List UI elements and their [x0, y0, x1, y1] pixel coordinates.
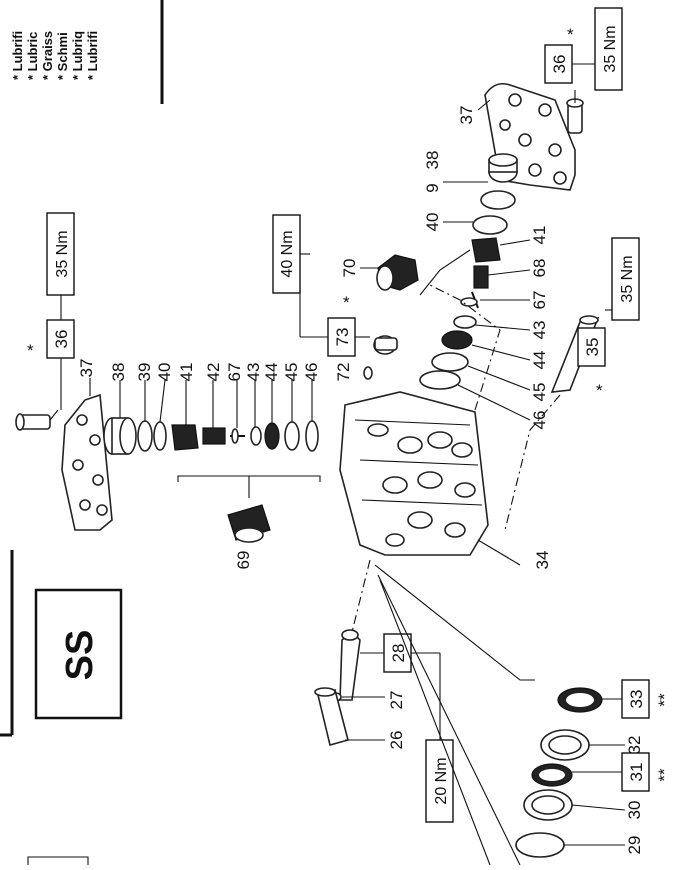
- pin-67-left: [230, 428, 245, 444]
- lubricant-notes: * Lubrifi * Lubric * Graiss * Schmi * Lu…: [10, 0, 164, 104]
- label-40: 40: [155, 363, 174, 382]
- label-38-right: 38: [423, 151, 442, 170]
- oring-29: [515, 832, 565, 858]
- double-31: **: [655, 768, 674, 782]
- seal-44-right: [441, 330, 473, 350]
- oring-39: [137, 420, 153, 452]
- label-41: 41: [177, 363, 196, 382]
- label-44-right: 44: [530, 351, 549, 370]
- oring-46-left: [305, 420, 319, 452]
- label-34: 34: [533, 551, 552, 570]
- seal-44-left: [264, 422, 280, 450]
- cover-plate-left: [61, 393, 113, 531]
- label-70: 70: [340, 259, 359, 278]
- spring-68: [473, 265, 489, 289]
- valve-seat-38-right: [488, 153, 518, 183]
- note-3: * Graiss: [40, 31, 55, 80]
- label-43: 43: [244, 363, 263, 382]
- star-36-top: *: [567, 25, 574, 44]
- valve-41-left: [171, 424, 199, 451]
- bolt-28: [339, 629, 361, 701]
- note-5: * Lubriq: [70, 31, 85, 80]
- label-72: 72: [334, 363, 353, 382]
- label-30: 30: [625, 801, 644, 820]
- valve-seat-38-left: [103, 417, 137, 455]
- label-69: 69: [234, 551, 253, 570]
- label-67: 67: [225, 363, 244, 382]
- label-38: 38: [109, 363, 128, 382]
- valve-41-right: [471, 237, 501, 263]
- star-36-left: *: [27, 341, 34, 360]
- plunger-26: [314, 687, 349, 746]
- box-36-left: 36: [52, 330, 71, 349]
- torque-28: 20 Nm: [433, 757, 450, 804]
- star-73: *: [343, 293, 350, 312]
- cap-70: [376, 254, 419, 291]
- label-27: 27: [387, 691, 406, 710]
- oring-40: [153, 421, 167, 451]
- box-33: 33: [627, 690, 646, 709]
- note-4: * Schmi: [55, 32, 70, 80]
- bolt-36-right: [566, 98, 584, 134]
- torque-36-left: 35 Nm: [54, 230, 71, 277]
- label-42: 42: [204, 363, 223, 382]
- torque-73: 40 Nm: [279, 230, 296, 277]
- valve-assembly-69: [227, 504, 271, 543]
- box-73: 73: [333, 328, 352, 347]
- torque-36-top: 35 Nm: [602, 25, 619, 72]
- label-46: 46: [302, 363, 321, 382]
- double-33: **: [655, 693, 674, 707]
- note-1: * Lubrifi: [10, 31, 25, 80]
- label-9: 9: [423, 183, 442, 192]
- box-28: 28: [389, 644, 408, 663]
- box-35: 35: [583, 338, 602, 357]
- label-40-right: 40: [423, 213, 442, 232]
- oring-72: [363, 366, 373, 380]
- oring-9: [480, 190, 516, 210]
- manifold-body-34: [339, 391, 489, 556]
- star-35: *: [596, 381, 603, 400]
- ring-45-left: [284, 421, 300, 451]
- oring-46-right: [419, 370, 461, 390]
- label-43-right: 43: [530, 321, 549, 340]
- label-39: 39: [135, 363, 154, 382]
- ss-label: SS: [59, 630, 101, 681]
- label-26: 26: [387, 731, 406, 750]
- spring-42: [202, 427, 226, 445]
- label-37-top: 37: [457, 106, 476, 125]
- label-41-right: 41: [530, 226, 549, 245]
- washer-43-left: [250, 426, 262, 446]
- note-6: * Lubrifi: [85, 31, 100, 80]
- label-37-left: 37: [77, 359, 96, 378]
- label-32: 32: [625, 736, 644, 755]
- box-36-top: 36: [550, 55, 569, 74]
- washer-43-right: [453, 315, 477, 329]
- box-31: 31: [627, 763, 646, 782]
- ring-45-right: [431, 352, 469, 372]
- label-68: 68: [530, 259, 549, 278]
- note-2: * Lubric: [25, 32, 40, 80]
- label-44: 44: [262, 363, 281, 382]
- bolt-36-left: [15, 413, 51, 431]
- label-29: 29: [625, 836, 644, 855]
- plug-73: [373, 335, 398, 355]
- torque-35: 35 Nm: [619, 255, 636, 302]
- oring-40-right: [472, 215, 508, 235]
- label-45-right: 45: [530, 383, 549, 402]
- label-45: 45: [282, 363, 301, 382]
- ss-badge: SS: [34, 588, 123, 720]
- pin-67-right: [460, 291, 479, 309]
- label-67-right: 67: [530, 291, 549, 310]
